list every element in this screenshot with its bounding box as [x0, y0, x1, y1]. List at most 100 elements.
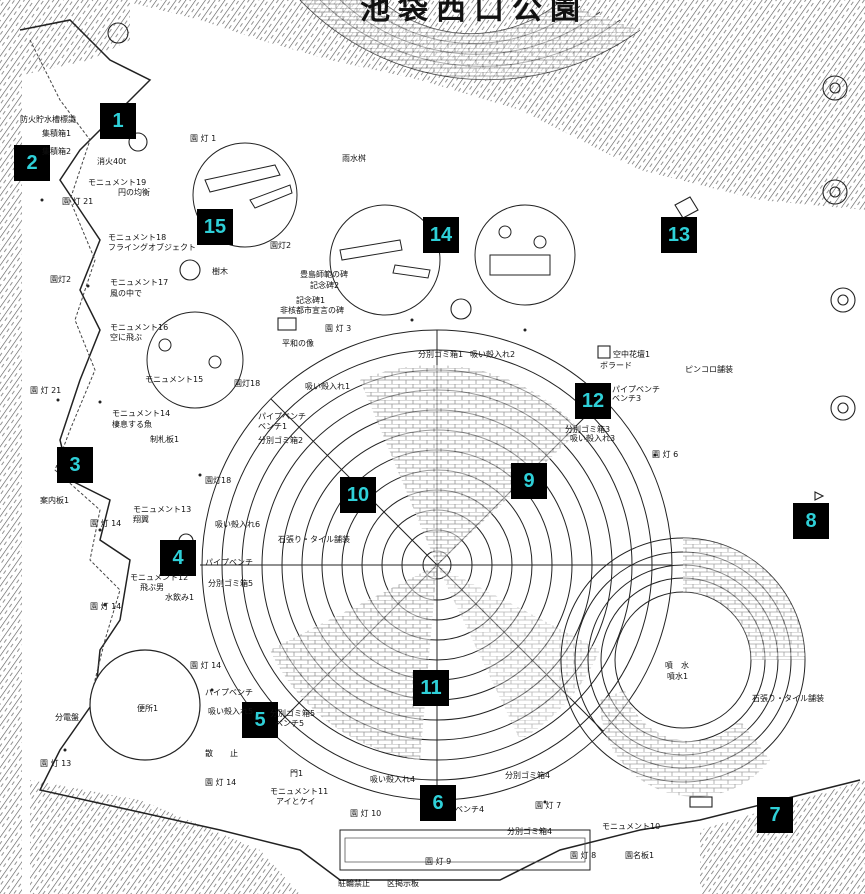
label-ashtray4: 吸い殻入れ4 — [370, 775, 416, 784]
label-bench1: パイプベンチ — [258, 412, 306, 421]
label-bench3: パイプベンチ — [612, 385, 660, 394]
label-district: 区掲示板 — [387, 879, 419, 888]
label-kinen1: 記念碑1 — [296, 296, 326, 305]
label-info: 案内板1 — [40, 496, 70, 505]
label-ashtray6: 吸い殻入れ6 — [215, 520, 261, 529]
label-monument16: モニュメント16 — [110, 323, 169, 332]
label-lamp3: 園 灯 3 — [325, 324, 352, 333]
label-bench3b: ベンチ3 — [612, 394, 642, 403]
marker-12[interactable]: 12 — [575, 383, 611, 419]
label-heiwa-sengen: 非核都市宣言の碑 — [280, 306, 344, 315]
marker-3[interactable]: 3 — [57, 447, 93, 483]
label-lamp12: 園 灯 14 — [205, 778, 237, 787]
label-trash4: 分別ゴミ箱4 — [505, 771, 551, 780]
label-l40: 消火40t — [97, 157, 127, 166]
label-lamp14: 園 灯 14 — [190, 661, 222, 670]
marker-14[interactable]: 14 — [423, 217, 459, 253]
marker-9[interactable]: 9 — [511, 463, 547, 499]
label-monument12: モニュメント12 — [130, 573, 189, 582]
label-stop: 止 — [230, 749, 238, 758]
label-toilet: 便所1 — [137, 704, 159, 713]
label-lamp9: 園 灯 9 — [425, 857, 452, 866]
label-heiwa: 平和の像 — [282, 339, 314, 348]
label-monument19: モニュメント19 — [88, 178, 147, 187]
label-ashtray5: 吸い殻入れ5 — [208, 707, 254, 716]
label-bench-pipe: パイプベンチ — [205, 688, 253, 697]
label-monument15: モニュメント15 — [145, 375, 204, 384]
label-lamp7: 園 灯 7 — [535, 801, 562, 810]
label-monument13-sub: 翔翼 — [133, 515, 149, 524]
label-trash5: 分別ゴミ箱5 — [270, 709, 316, 718]
label-tree: 樹木 — [212, 267, 228, 276]
label-lamp15: 園 灯 14 — [90, 602, 122, 611]
label-power: 分電盤 — [55, 713, 79, 722]
label-lamp6: 園 灯 6 — [652, 450, 679, 459]
map-title: 池袋西口公園 — [360, 0, 588, 27]
toilet-building — [89, 649, 201, 761]
label-flower: 空中花壇1 — [613, 350, 651, 359]
marker-15[interactable]: 15 — [197, 209, 233, 245]
label-lamp2: 園灯2 — [270, 241, 292, 250]
marker-7[interactable]: 7 — [757, 797, 793, 833]
label-bike: 駐輪禁止 — [338, 879, 370, 888]
label-lamp10: 園 灯 10 — [350, 809, 382, 818]
label-collection2: 集積箱2 — [42, 147, 72, 156]
label-lamp21-top: 園 灯 21 — [62, 197, 94, 206]
label-fire-tank: 防火貯水槽標識 — [20, 115, 76, 124]
label-lamp16: 園 灯 14 — [90, 519, 122, 528]
label-trash6: 分別ゴミ箱5 — [208, 579, 254, 588]
hatched-area-left — [0, 70, 22, 894]
label-lamp2-left: 園灯2 — [50, 275, 72, 284]
label-trash1: 分別ゴミ箱1 — [418, 350, 464, 359]
label-lamp1: 園 灯 1 — [190, 134, 217, 143]
label-monument13: モニュメント13 — [133, 505, 192, 514]
label-monument17-sub: 風の中で — [110, 289, 142, 298]
marker-11[interactable]: 11 — [413, 670, 449, 706]
label-monument12-sub: 飛ぶ男 — [140, 583, 164, 592]
label-sign: 制札板1 — [150, 435, 180, 444]
label-bollard: ボラード — [600, 361, 632, 370]
label-pinpaving: ピンコロ舗装 — [685, 365, 733, 374]
label-lamp17: 園灯18 — [205, 476, 232, 485]
label-monument16-sub: 空に飛ぶ — [110, 333, 142, 342]
label-rain: 雨水桝 — [342, 154, 366, 163]
marker-4[interactable]: 4 — [160, 540, 196, 576]
label-garden-name: 園名板1 — [625, 851, 655, 860]
label-bench5: ベンチ5 — [275, 719, 305, 728]
label-monument18-sub: フライングオブジェクト — [108, 243, 196, 252]
label-lamp13: 園 灯 13 — [40, 759, 72, 768]
label-paving: 石張り・タイル舗装 — [278, 535, 350, 544]
marker-10[interactable]: 10 — [340, 477, 376, 513]
marker-5[interactable]: 5 — [242, 702, 278, 738]
label-lamp21: 園 灯 21 — [30, 386, 62, 395]
park-boundary — [19, 19, 861, 881]
label-monument18: モニュメント18 — [108, 233, 167, 242]
marker-8[interactable]: 8 — [793, 503, 829, 539]
marker-6[interactable]: 6 — [420, 785, 456, 821]
label-ashtray2: 吸い殻入れ2 — [470, 350, 516, 359]
label-fountain1: 噴水1 — [667, 672, 689, 681]
label-lamp18: 園灯18 — [234, 379, 261, 388]
label-trash-box: 分別ゴミ箱4 — [507, 827, 553, 836]
marker-13[interactable]: 13 — [661, 217, 697, 253]
label-toshima: 豊島師範の碑 — [300, 270, 348, 279]
label-bench2: パイプベンチ — [205, 558, 253, 567]
label-fountain: 噴 水 — [665, 661, 689, 670]
label-monument10: モニュメント10 — [602, 822, 661, 831]
label-scatter: 散 — [205, 749, 213, 758]
label-monument11: モニュメント11 — [270, 787, 329, 796]
hatched-area-bottomleft — [30, 780, 300, 894]
label-lamp8: 園 灯 8 — [570, 851, 597, 860]
label-kinen2: 記念碑2 — [310, 281, 340, 290]
marker-2[interactable]: 2 — [14, 145, 50, 181]
label-gate: 門1 — [290, 769, 304, 778]
hatched-area-topleft — [0, 0, 130, 80]
label-ashtray1: 吸い殻入れ1 — [305, 382, 351, 391]
marker-1[interactable]: 1 — [100, 103, 136, 139]
label-bench1b: ベンチ1 — [258, 422, 288, 431]
label-monument14: モニュメント14 — [112, 409, 171, 418]
label-monument14-sub: 棲息する魚 — [112, 420, 152, 429]
label-paving2: 石張り・タイル舗装 — [752, 694, 824, 703]
label-trash3: 分別ゴミ箱3 — [565, 425, 611, 434]
